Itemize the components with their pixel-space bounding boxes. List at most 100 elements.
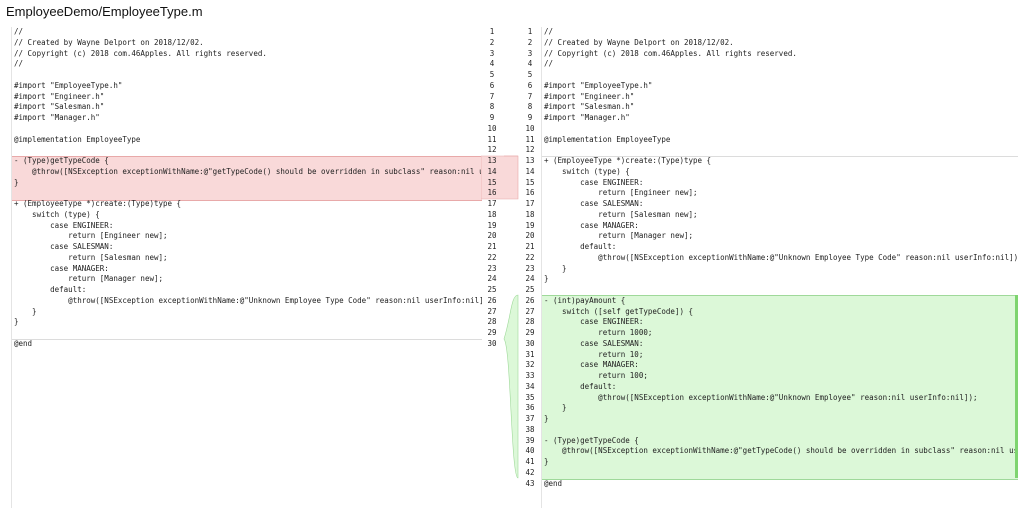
code-line: @implementation EmployeeType <box>14 134 141 144</box>
code-line: // Created by Wayne Delport on 2018/12/0… <box>14 37 204 47</box>
line-number: 1 <box>527 27 533 36</box>
line-number: 13 <box>487 156 497 165</box>
code-line: switch ([self getTypeCode]) { <box>544 306 694 316</box>
line-number: 15 <box>487 177 497 187</box>
code-line: #import "Manager.h" <box>544 113 630 122</box>
code-line: default: <box>544 381 617 391</box>
line-number: 29 <box>525 328 535 337</box>
line-number: 26 <box>487 295 497 305</box>
code-line: default: <box>14 285 87 294</box>
line-number: 1 <box>489 27 495 36</box>
diff-connector-graphic <box>481 155 519 479</box>
code-line: return 1000; <box>544 328 653 337</box>
line-number: 11 <box>525 134 535 144</box>
line-number: 24 <box>525 274 535 284</box>
line-number: 21 <box>487 242 497 251</box>
code-line: case MANAGER: <box>544 220 639 230</box>
deleted-block-highlight <box>12 156 482 201</box>
line-number: 25 <box>487 285 497 294</box>
line-number: 4 <box>489 59 495 69</box>
line-number: 21 <box>525 242 535 251</box>
code-line: @end <box>14 338 33 348</box>
code-line: } <box>14 317 19 327</box>
line-number: 42 <box>525 467 535 477</box>
code-line: case SALESMAN: <box>544 338 644 348</box>
line-number: 36 <box>525 403 535 413</box>
code-line: // <box>14 27 24 36</box>
right-change-separator <box>542 156 1018 157</box>
line-number: 18 <box>487 209 497 219</box>
right-code-pane[interactable]: //// Created by Wayne Delport on 2018/12… <box>541 27 1018 508</box>
code-line: // Copyright (c) 2018 com.46Apples. All … <box>544 48 797 58</box>
code-line: case SALESMAN: <box>544 199 644 208</box>
code-line: @end <box>544 478 563 488</box>
right-code-lines: //// Created by Wayne Delport on 2018/12… <box>542 27 1018 489</box>
code-line: @throw([NSException exceptionWithName:@"… <box>544 252 1018 262</box>
code-line: @throw([NSException exceptionWithName:@"… <box>544 392 978 402</box>
code-line: case ENGINEER: <box>544 177 644 187</box>
left-code-pane[interactable]: //// Created by Wayne Delport on 2018/12… <box>11 27 482 508</box>
code-line <box>12 124 482 135</box>
code-line: #import "Salesman.h" <box>14 102 105 112</box>
line-number: 18 <box>525 209 535 219</box>
code-line: @throw([NSException exceptionWithName:@"… <box>14 295 482 305</box>
line-number: 15 <box>525 177 535 187</box>
code-line: case SALESMAN: <box>14 242 114 251</box>
added-change-marker <box>1015 295 1018 478</box>
line-number: 35 <box>525 392 535 402</box>
line-number: 7 <box>527 91 533 101</box>
code-line <box>542 124 1018 135</box>
code-line <box>542 468 1018 479</box>
line-number: 6 <box>489 80 495 90</box>
code-line <box>12 70 482 81</box>
code-line: - (Type)getTypeCode { <box>544 435 639 445</box>
line-number: 33 <box>525 371 535 380</box>
code-line: return [Salesman new]; <box>14 252 168 262</box>
code-line: #import "EmployeeType.h" <box>14 80 123 90</box>
code-line <box>542 285 1018 296</box>
line-number: 17 <box>487 199 497 208</box>
line-number: 14 <box>487 166 497 176</box>
line-number: 19 <box>487 220 497 230</box>
code-line: switch (type) { <box>544 166 630 176</box>
line-number: 19 <box>525 220 535 230</box>
code-line: case MANAGER: <box>14 263 109 273</box>
code-line: } <box>14 306 37 316</box>
code-line: case ENGINEER: <box>14 220 114 230</box>
code-line: return [Manager new]; <box>544 231 694 241</box>
line-number: 2 <box>489 37 495 47</box>
line-number: 16 <box>525 188 535 198</box>
line-number: 12 <box>487 145 497 155</box>
code-line: } <box>544 457 549 466</box>
line-number: 29 <box>487 328 497 337</box>
code-line: return 100; <box>544 371 648 380</box>
line-number: 20 <box>525 231 535 241</box>
code-line: #import "Salesman.h" <box>544 102 635 112</box>
line-number: 3 <box>489 48 495 58</box>
code-line: #import "Manager.h" <box>14 113 100 122</box>
line-number: 5 <box>527 70 533 79</box>
code-line <box>12 328 482 339</box>
code-line <box>12 145 482 156</box>
code-line <box>12 188 482 199</box>
code-line: return 10; <box>544 349 644 359</box>
line-number: 24 <box>487 274 497 284</box>
line-number: 6 <box>527 80 533 90</box>
line-number: 11 <box>487 134 497 144</box>
code-line: // Copyright (c) 2018 com.46Apples. All … <box>14 48 267 58</box>
line-number: 22 <box>525 252 535 262</box>
line-number: 43 <box>525 478 535 488</box>
code-line: } <box>544 263 567 273</box>
left-code-lines: //// Created by Wayne Delport on 2018/12… <box>12 27 482 350</box>
code-line: - (Type)getTypeCode { <box>14 156 109 165</box>
code-line <box>542 70 1018 81</box>
code-line: } <box>14 177 19 187</box>
left-end-separator <box>12 339 482 340</box>
code-line: #import "Engineer.h" <box>14 91 105 101</box>
line-number: 25 <box>525 285 535 294</box>
line-number: 32 <box>525 360 535 370</box>
line-number: 23 <box>487 263 497 273</box>
code-line: @implementation EmployeeType <box>544 134 671 144</box>
